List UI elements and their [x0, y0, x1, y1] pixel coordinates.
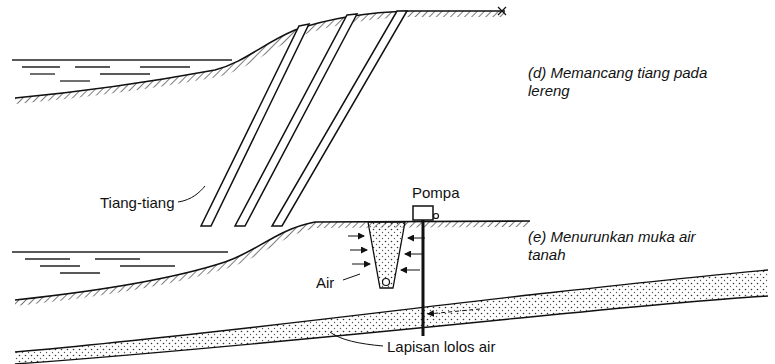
trench-drain	[368, 222, 405, 288]
seepage-arrows	[348, 236, 425, 270]
figure-caption: (e) Menurunkan muka air tanah	[528, 228, 728, 264]
leader-line	[343, 274, 360, 280]
pump	[413, 206, 433, 220]
leader-line	[330, 332, 383, 346]
figure-caption: (d) Memancang tiang pada lereng	[528, 64, 728, 100]
slope-ground	[15, 221, 530, 306]
well-pipe	[422, 219, 425, 336]
part-label: Air	[316, 274, 334, 292]
leader-line	[178, 186, 205, 202]
piles	[201, 11, 407, 226]
part-label: Tiang-tiang	[100, 194, 175, 212]
part-label: Pompa	[412, 184, 460, 202]
slope-ground	[15, 11, 505, 104]
part-label: Lapisan lolos air	[387, 338, 495, 356]
permeable-layer	[15, 270, 768, 364]
